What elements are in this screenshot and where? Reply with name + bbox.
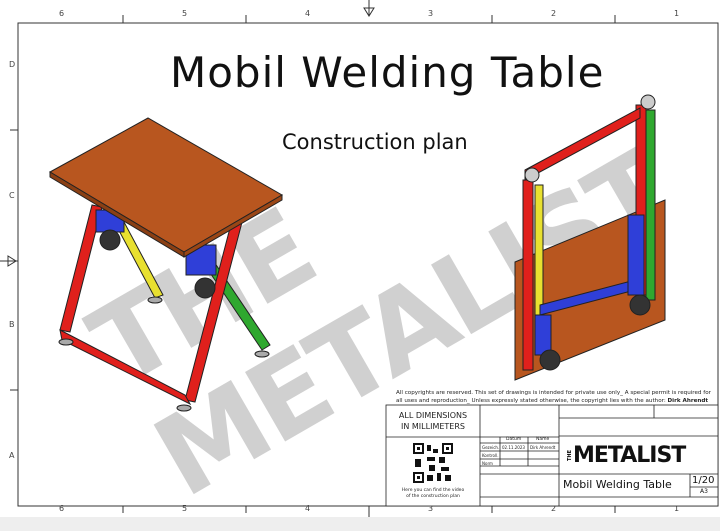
- zone-label: 5: [182, 9, 188, 18]
- dimensions-note: ALL DIMENSIONS IN MILLIMETERS: [386, 410, 480, 432]
- zone-label: 2: [551, 504, 557, 513]
- page-title: Mobil Welding Table: [170, 48, 605, 97]
- dimensions-line: ALL DIMENSIONS: [398, 411, 468, 420]
- qr-caption: Here you can find the video of the const…: [386, 488, 480, 500]
- paper-format: A3: [700, 488, 708, 495]
- zone-label: 5: [182, 504, 188, 513]
- qr-caption-line: Here you can find the video: [401, 488, 465, 493]
- zone-label: 6: [59, 504, 65, 513]
- dimensions-line: IN MILLIMETERS: [401, 422, 465, 431]
- row-name: Dirk Ahrendt: [530, 445, 556, 450]
- row-label: Gezeich.: [482, 445, 500, 450]
- logo-prefix: THE: [567, 449, 573, 461]
- zone-label: 1: [674, 9, 680, 18]
- zone-label: 3: [428, 9, 434, 18]
- zone-label: A: [9, 451, 15, 460]
- row-label: Kontroll.: [482, 453, 499, 458]
- zone-label: 6: [59, 9, 65, 18]
- zone-label: 1: [674, 504, 680, 513]
- logo-text: METALIST: [573, 443, 686, 468]
- part-name: Mobil Welding Table: [563, 478, 672, 491]
- column-header-datum: Datum: [506, 437, 522, 442]
- copyright-line: all uses and reproduction_ Unless expres…: [396, 398, 666, 404]
- qr-caption-line: of the construction plan: [406, 494, 460, 499]
- zone-label: D: [9, 60, 16, 69]
- page-subtitle: Construction plan: [282, 130, 468, 154]
- zone-label: C: [9, 191, 15, 200]
- metalist-logo: THE METALIST: [567, 443, 686, 468]
- copyright-line: All copyrights are reserved. This set of…: [396, 390, 711, 396]
- column-header-name: Name: [536, 437, 550, 442]
- author-name: Dirk Ahrendt: [667, 398, 709, 404]
- zone-label: B: [9, 320, 15, 329]
- qr-code[interactable]: [413, 443, 453, 483]
- zone-label: 2: [551, 9, 557, 18]
- sheet-number: 1/20: [692, 475, 715, 486]
- copyright-notice: All copyrights are reserved. This set of…: [396, 389, 716, 405]
- zone-label: 3: [428, 504, 434, 513]
- row-datum: 02.11.2023: [502, 445, 525, 450]
- zone-label: 4: [305, 504, 311, 513]
- zone-label: 4: [305, 9, 311, 18]
- row-label: Norm: [482, 461, 493, 466]
